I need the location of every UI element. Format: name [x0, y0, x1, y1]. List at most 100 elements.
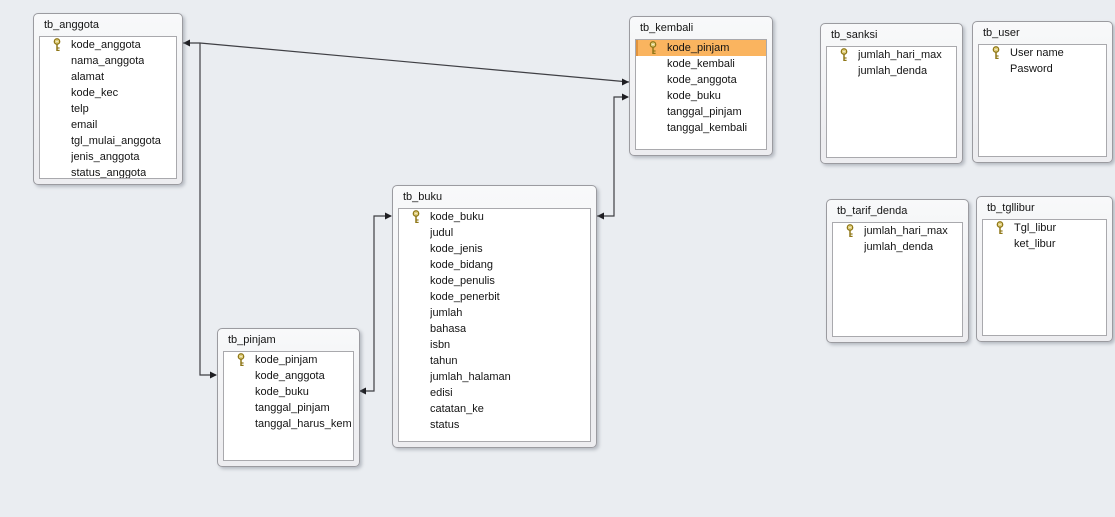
- field-label: status: [430, 419, 460, 431]
- field-row[interactable]: status_anggota: [40, 165, 176, 179]
- field-label: email: [71, 119, 98, 131]
- key-spacer: [411, 370, 425, 384]
- field-label: kode_pinjam: [255, 354, 318, 366]
- field-row[interactable]: jumlah_hari_max: [827, 47, 956, 63]
- field-row[interactable]: kode_buku: [399, 209, 590, 225]
- table-tb-pinjam[interactable]: tb_pinjam kode_pinjam kode_anggota kode_…: [217, 328, 360, 467]
- line-endpoint-arrow: [359, 387, 366, 395]
- field-label: kode_penulis: [430, 275, 495, 287]
- table-tb-kembali[interactable]: tb_kembali kode_pinjam kode_kembali kode…: [629, 16, 773, 156]
- field-row[interactable]: alamat: [40, 69, 176, 85]
- line-endpoint-arrow: [597, 212, 604, 220]
- key-spacer: [648, 105, 662, 119]
- field-row[interactable]: catatan_ke: [399, 401, 590, 417]
- field-label: status_anggota: [71, 167, 147, 179]
- field-list: kode_pinjam kode_anggota kode_buku tangg…: [223, 351, 354, 461]
- key-spacer: [411, 306, 425, 320]
- field-row[interactable]: tanggal_pinjam: [224, 400, 353, 416]
- table-title[interactable]: tb_user: [983, 27, 1020, 39]
- field-row[interactable]: jumlah_halaman: [399, 369, 590, 385]
- table-title[interactable]: tb_kembali: [640, 22, 694, 34]
- field-row[interactable]: kode_anggota: [636, 72, 766, 88]
- field-row[interactable]: tanggal_harus_kem: [224, 416, 353, 432]
- field-row[interactable]: judul: [399, 225, 590, 241]
- table-title[interactable]: tb_anggota: [44, 19, 100, 31]
- line-endpoint-arrow: [622, 93, 629, 101]
- field-row[interactable]: kode_anggota: [224, 368, 353, 384]
- field-row[interactable]: kode_pinjam: [224, 352, 353, 368]
- field-label: edisi: [430, 387, 453, 399]
- field-row[interactable]: kode_kembali: [636, 56, 766, 72]
- field-row[interactable]: email: [40, 117, 176, 133]
- key-spacer: [648, 73, 662, 87]
- field-label: kode_pinjam: [667, 42, 730, 54]
- field-label: kode_anggota: [255, 370, 325, 382]
- field-row[interactable]: jumlah_denda: [833, 239, 962, 255]
- field-row[interactable]: tahun: [399, 353, 590, 369]
- field-row[interactable]: tgl_mulai_anggota: [40, 133, 176, 149]
- field-label: jumlah_denda: [864, 241, 934, 253]
- field-row[interactable]: Tgl_libur: [983, 220, 1106, 236]
- field-row[interactable]: ket_libur: [983, 236, 1106, 252]
- key-spacer: [236, 385, 250, 399]
- key-spacer: [411, 322, 425, 336]
- field-row[interactable]: tanggal_pinjam: [636, 104, 766, 120]
- field-row[interactable]: kode_jenis: [399, 241, 590, 257]
- field-row[interactable]: isbn: [399, 337, 590, 353]
- key-spacer: [648, 121, 662, 135]
- table-title[interactable]: tb_buku: [403, 191, 443, 203]
- field-row[interactable]: kode_kec: [40, 85, 176, 101]
- field-list: kode_buku judul kode_jenis kode_bidang k…: [398, 208, 591, 442]
- field-row[interactable]: kode_penulis: [399, 273, 590, 289]
- table-tb-tgllibur[interactable]: tb_tgllibur Tgl_libur ket_libur: [976, 196, 1113, 342]
- key-spacer: [411, 402, 425, 416]
- field-label: tanggal_kembali: [667, 122, 748, 134]
- relationship-line[interactable]: [183, 42, 630, 83]
- relationship-line[interactable]: [359, 215, 391, 392]
- key-spacer: [52, 166, 66, 178]
- table-title[interactable]: tb_sanksi: [831, 29, 878, 41]
- field-row[interactable]: jumlah_hari_max: [833, 223, 962, 239]
- field-label: tanggal_pinjam: [255, 402, 330, 414]
- field-row[interactable]: kode_bidang: [399, 257, 590, 273]
- table-title[interactable]: tb_tgllibur: [987, 202, 1035, 214]
- field-row[interactable]: kode_buku: [636, 88, 766, 104]
- field-label: tanggal_harus_kem: [255, 418, 352, 430]
- key-icon: [839, 48, 853, 62]
- field-row[interactable]: status: [399, 417, 590, 433]
- table-tb-sanksi[interactable]: tb_sanksi jumlah_hari_max jumlah_denda: [820, 23, 963, 164]
- key-spacer: [411, 386, 425, 400]
- field-label: Pasword: [1010, 63, 1053, 75]
- field-label: jumlah_hari_max: [864, 225, 948, 237]
- field-row[interactable]: telp: [40, 101, 176, 117]
- table-tb-user[interactable]: tb_user User name Pasword: [972, 21, 1113, 163]
- field-label: telp: [71, 103, 89, 115]
- field-row-selected[interactable]: kode_pinjam: [636, 40, 766, 56]
- field-row[interactable]: jumlah: [399, 305, 590, 321]
- field-row[interactable]: jenis_anggota: [40, 149, 176, 165]
- field-row[interactable]: bahasa: [399, 321, 590, 337]
- key-spacer: [648, 89, 662, 103]
- field-row[interactable]: edisi: [399, 385, 590, 401]
- table-title[interactable]: tb_pinjam: [228, 334, 276, 346]
- field-row[interactable]: Pasword: [979, 61, 1106, 77]
- table-tb-buku[interactable]: tb_buku kode_buku judul kode_jenis kode_…: [392, 185, 597, 448]
- key-spacer: [236, 401, 250, 415]
- table-tb-anggota[interactable]: tb_anggota kode_anggota nama_anggota ala…: [33, 13, 183, 185]
- relationship-line[interactable]: [597, 96, 628, 217]
- field-label: kode_buku: [667, 90, 721, 102]
- key-icon: [411, 210, 425, 224]
- field-row[interactable]: User name: [979, 45, 1106, 61]
- field-row[interactable]: jumlah_denda: [827, 63, 956, 79]
- field-row[interactable]: kode_penerbit: [399, 289, 590, 305]
- field-row[interactable]: kode_buku: [224, 384, 353, 400]
- key-spacer: [411, 226, 425, 240]
- table-title[interactable]: tb_tarif_denda: [837, 205, 908, 217]
- key-spacer: [411, 274, 425, 288]
- relationship-line[interactable]: [199, 43, 216, 376]
- field-row[interactable]: tanggal_kembali: [636, 120, 766, 136]
- field-row[interactable]: nama_anggota: [40, 53, 176, 69]
- field-row[interactable]: kode_anggota: [40, 37, 176, 53]
- field-label: kode_bidang: [430, 259, 494, 271]
- table-tb-tarif-denda[interactable]: tb_tarif_denda jumlah_hari_max jumlah_de…: [826, 199, 969, 343]
